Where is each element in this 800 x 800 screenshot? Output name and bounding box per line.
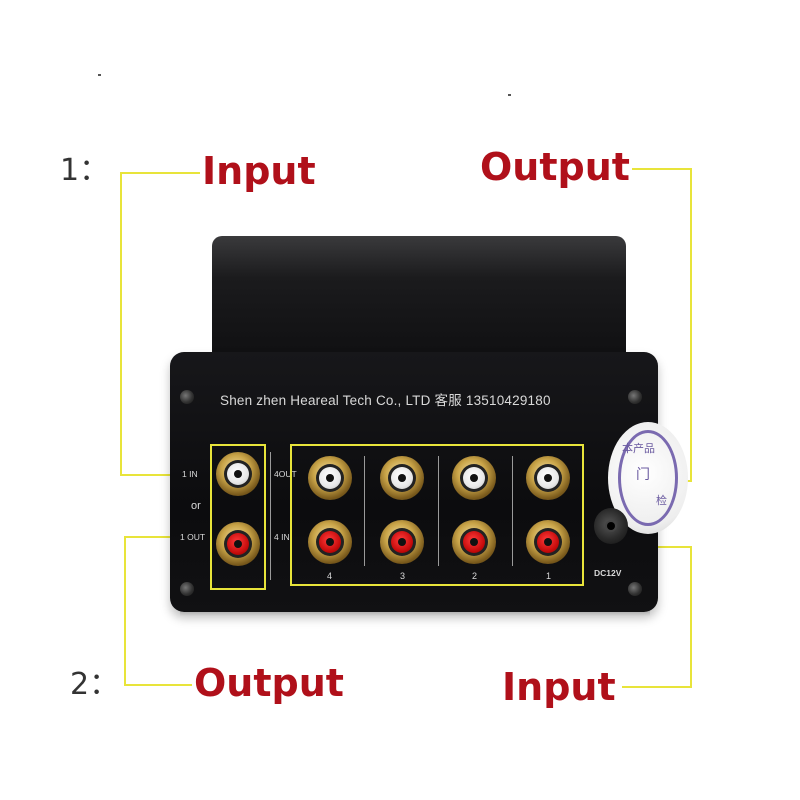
screw-icon [180,390,194,404]
label-output-bottom: Output [194,661,344,705]
divider [364,456,365,566]
divider [438,456,439,566]
label-input-bottom: Input [502,665,616,709]
screw-icon [180,582,194,596]
rca-jack-white[interactable] [380,456,424,500]
number-two-label: 2： [70,667,120,702]
single-channel-box [210,444,266,590]
rca-jack-red[interactable] [452,520,496,564]
channel-number: 4 [327,571,333,581]
rca-jack-white[interactable] [526,456,570,500]
divider [270,452,271,580]
four-out-label: 4OUT [274,469,297,479]
rca-jack-white[interactable] [452,456,496,500]
in-label: 1 IN [182,469,198,479]
divider [512,456,513,566]
label-input-top: Input [202,149,316,193]
out-label: 1 OUT [180,532,206,542]
label-output-top: Output [480,145,630,189]
rca-jack-white[interactable] [308,456,352,500]
channel-number: 3 [400,571,406,581]
sticker-text: 本产品 [622,442,655,455]
channel-number: 1 [546,571,552,581]
rca-jack-red[interactable] [308,520,352,564]
screw-icon [628,582,642,596]
screw-icon [628,390,642,404]
channel-number: 2 [472,571,478,581]
speck [508,94,511,96]
sticker-text: 门 [636,467,650,483]
number-one-label: 1： [60,153,110,188]
device-top-cover [212,236,626,356]
rca-jack-white[interactable] [216,452,260,496]
rca-jack-red[interactable] [380,520,424,564]
sticker-text: 检 [656,494,667,507]
dc-power-jack[interactable] [594,508,628,544]
rca-jack-red[interactable] [526,520,570,564]
rca-jack-red[interactable] [216,522,260,566]
power-label: DC12V [594,568,622,578]
brand-line: Shen zhen Heareal Tech Co., LTD 客服 13510… [220,393,551,408]
four-channel-box [290,444,584,586]
or-label: or [191,500,201,512]
speck [98,74,101,76]
four-in-label: 4 IN [274,532,290,542]
